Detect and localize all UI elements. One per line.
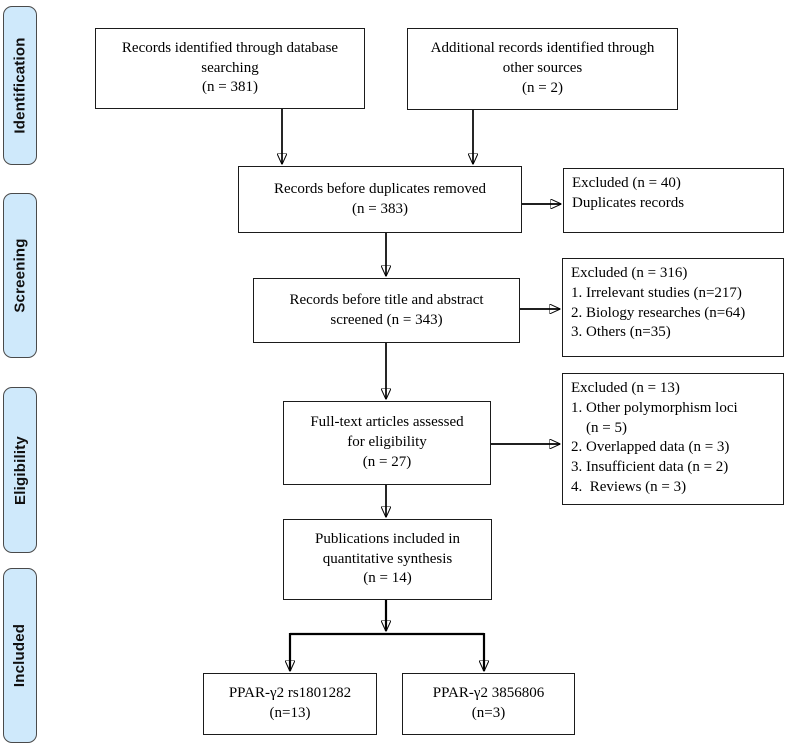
- stage-label-screening: Screening: [3, 193, 37, 358]
- box-additional-records: Additional records identified through ot…: [407, 28, 678, 110]
- box-ppar-3856806: PPAR-γ2 3856806 (n=3): [402, 673, 575, 735]
- box-excluded-duplicates: Excluded (n = 40) Duplicates records: [563, 168, 784, 233]
- box-excluded-screening: Excluded (n = 316) 1. Irrelevant studies…: [562, 258, 784, 357]
- stage-label-eligibility-text: Eligibility: [11, 435, 29, 505]
- stage-label-included-text: Included: [11, 623, 29, 688]
- box-ppar-rs1801282: PPAR-γ2 rs1801282 (n=13): [203, 673, 377, 735]
- box-fulltext-assessed: Full-text articles assessed for eligibil…: [283, 401, 491, 485]
- stage-label-identification-text: Identification: [11, 37, 29, 134]
- box-excluded-fulltext: Excluded (n = 13) 1. Other polymorphism …: [562, 373, 784, 505]
- box-title-abstract-screened: Records before title and abstract screen…: [253, 278, 520, 343]
- stage-label-eligibility: Eligibility: [3, 387, 37, 553]
- stage-label-included: Included: [3, 568, 37, 743]
- stage-label-identification: Identification: [3, 6, 37, 165]
- box-records-database-search: Records identified through database sear…: [95, 28, 365, 109]
- box-quantitative-synthesis: Publications included in quantitative sy…: [283, 519, 492, 600]
- box-records-before-duplicates: Records before duplicates removed (n = 3…: [238, 166, 522, 233]
- stage-label-screening-text: Screening: [11, 238, 29, 313]
